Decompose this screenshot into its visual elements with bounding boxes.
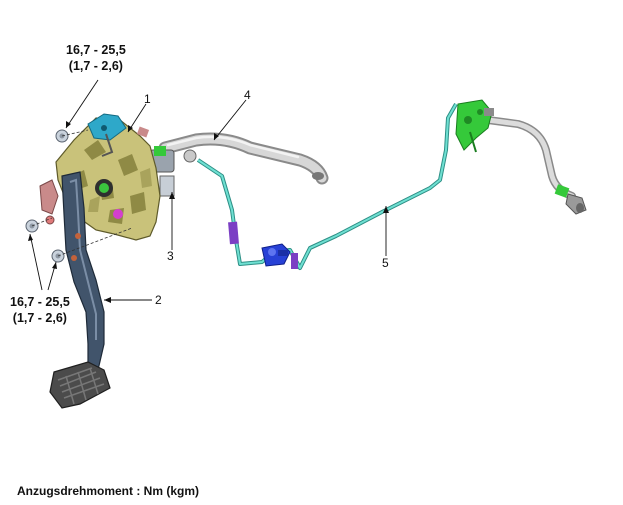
callout-4: 4: [244, 88, 251, 102]
master-cylinder: [149, 146, 197, 197]
torque-spec-bottom: 16,7 - 25,5 (1,7 - 2,6): [10, 294, 70, 326]
callout-3: 3: [167, 249, 174, 263]
release-bracket: [455, 99, 494, 153]
pedal-pad: [49, 361, 111, 409]
callout-1: 1: [144, 92, 151, 106]
callout-2: 2: [155, 293, 162, 307]
torque-bottom-nm: 16,7 - 25,5: [10, 295, 70, 309]
bolt-guide-top: [61, 129, 89, 137]
callout-5: 5: [382, 256, 389, 270]
line-damper-fitting: [261, 243, 291, 267]
torque-bottom-kgm: (1,7 - 2,6): [12, 311, 67, 325]
torque-top-kgm: (1,7 - 2,6): [68, 59, 123, 73]
torque-top-nm: 16,7 - 25,5: [66, 43, 126, 57]
torque-spec-top: 16,7 - 25,5 (1,7 - 2,6): [66, 42, 126, 74]
bolt-guide-lower-1: [31, 217, 53, 227]
leader-arrowheads: [28, 121, 389, 303]
clutch-line: [196, 103, 458, 270]
bolt-guide-lower-2: [57, 227, 133, 257]
torque-unit-note: Anzugsdrehmoment : Nm (kgm): [17, 484, 200, 498]
release-cylinder-pipe: [484, 116, 587, 215]
master-cylinder-pipe: [158, 132, 329, 185]
